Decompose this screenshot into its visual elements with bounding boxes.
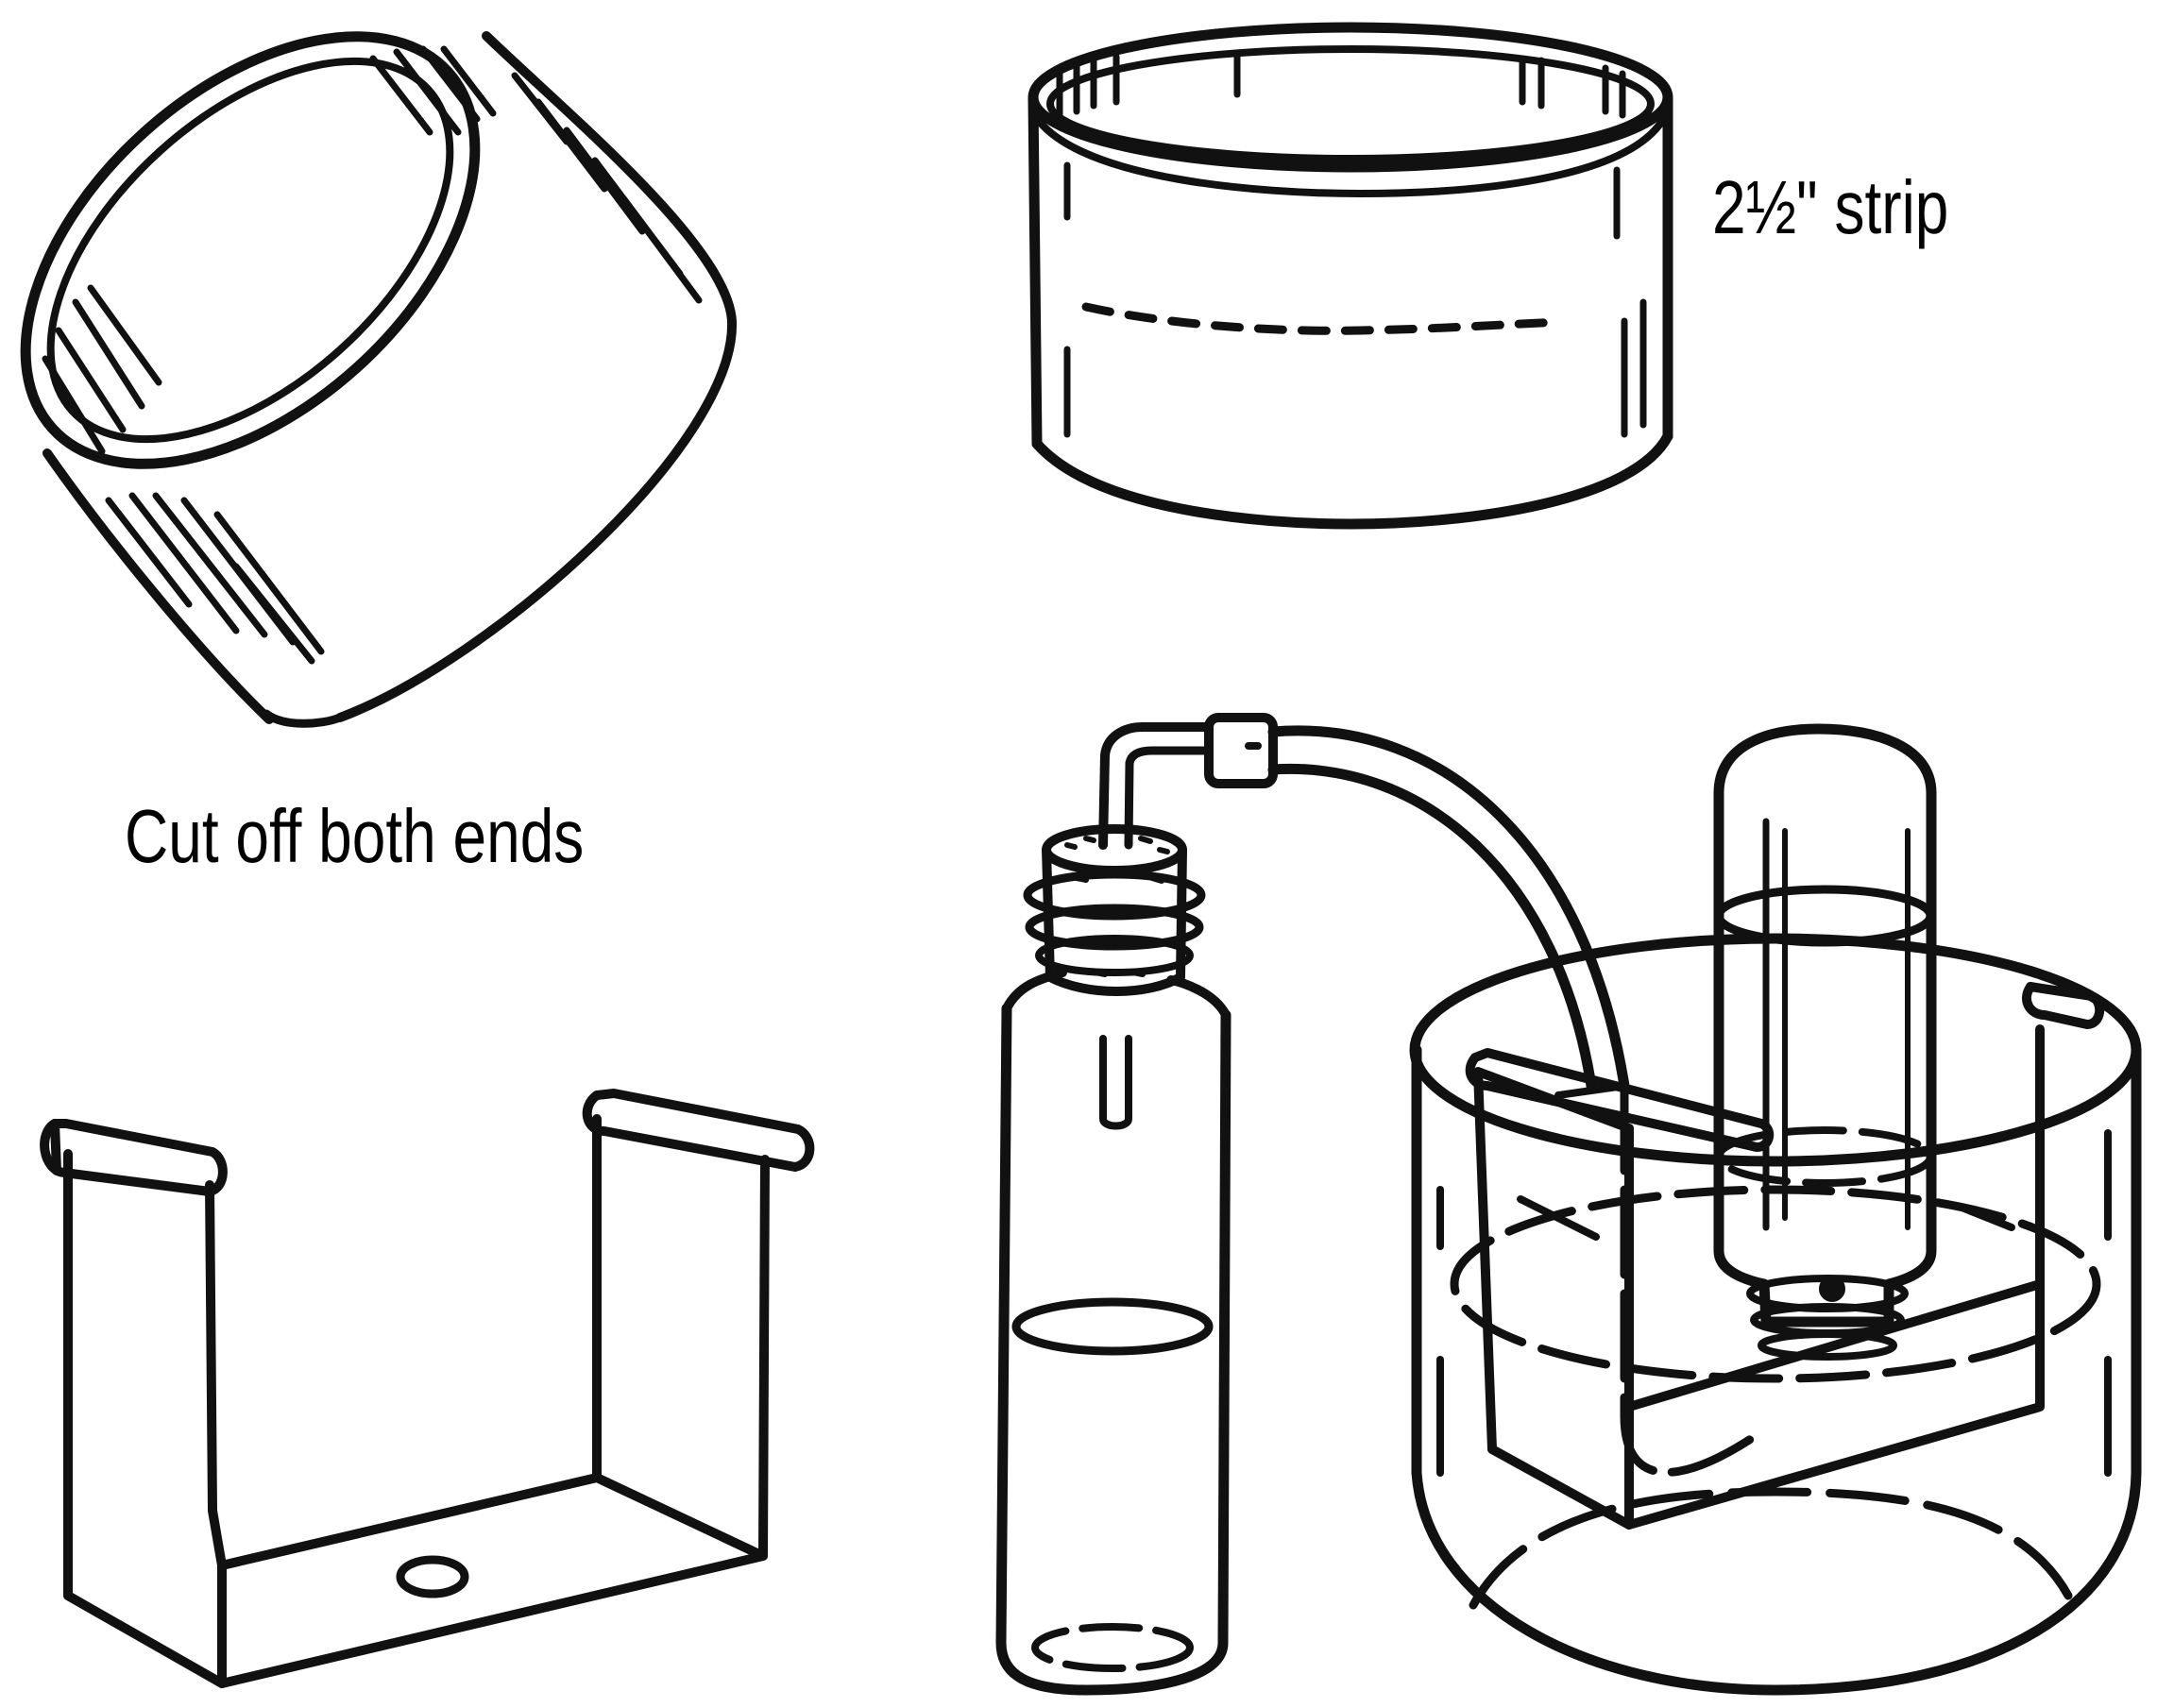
bottle-bottom (1035, 1627, 1190, 1668)
bottle-inner-tube (1103, 1039, 1129, 1126)
band-right-edge (340, 36, 732, 718)
bottle-liquid-level (1016, 1302, 1209, 1351)
u-bracket-figure (44, 1093, 809, 1683)
band-bottom-lip (266, 714, 340, 723)
cut-off-both-ends-label: Cut off both ends (125, 799, 584, 874)
jar-bracket-hook-right (2027, 987, 2099, 1024)
tube-connector (1209, 718, 1273, 784)
can-band-figure (0, 0, 732, 723)
jar-body (1417, 1050, 2136, 1690)
jar-rim (1415, 939, 2136, 1161)
collar-shading (1060, 57, 1643, 434)
right-upright-right-edge (763, 1159, 765, 1556)
inverted-bottle-dot (1821, 1277, 1843, 1300)
strip-collar-figure (1033, 27, 1668, 524)
collar-bottom-edge (1037, 436, 1668, 524)
rubber-hose (1273, 731, 1624, 1086)
collar-top-rim-inner (1050, 49, 1651, 159)
jar-bottom-inner (1473, 1492, 2068, 1605)
collar-fold-line (1086, 307, 1558, 330)
strip-label: 2½" strip (1712, 170, 1948, 245)
bracket-hole (400, 1560, 465, 1594)
bracket-base (222, 1478, 763, 1683)
inverted-bottle-body (1719, 729, 1931, 1322)
band-bottom-edge (47, 453, 269, 719)
right-hook (587, 1093, 810, 1167)
collecting-jar-figure (1415, 729, 2136, 1690)
collar-left-side (1033, 99, 1037, 444)
left-upright (68, 1154, 222, 1683)
